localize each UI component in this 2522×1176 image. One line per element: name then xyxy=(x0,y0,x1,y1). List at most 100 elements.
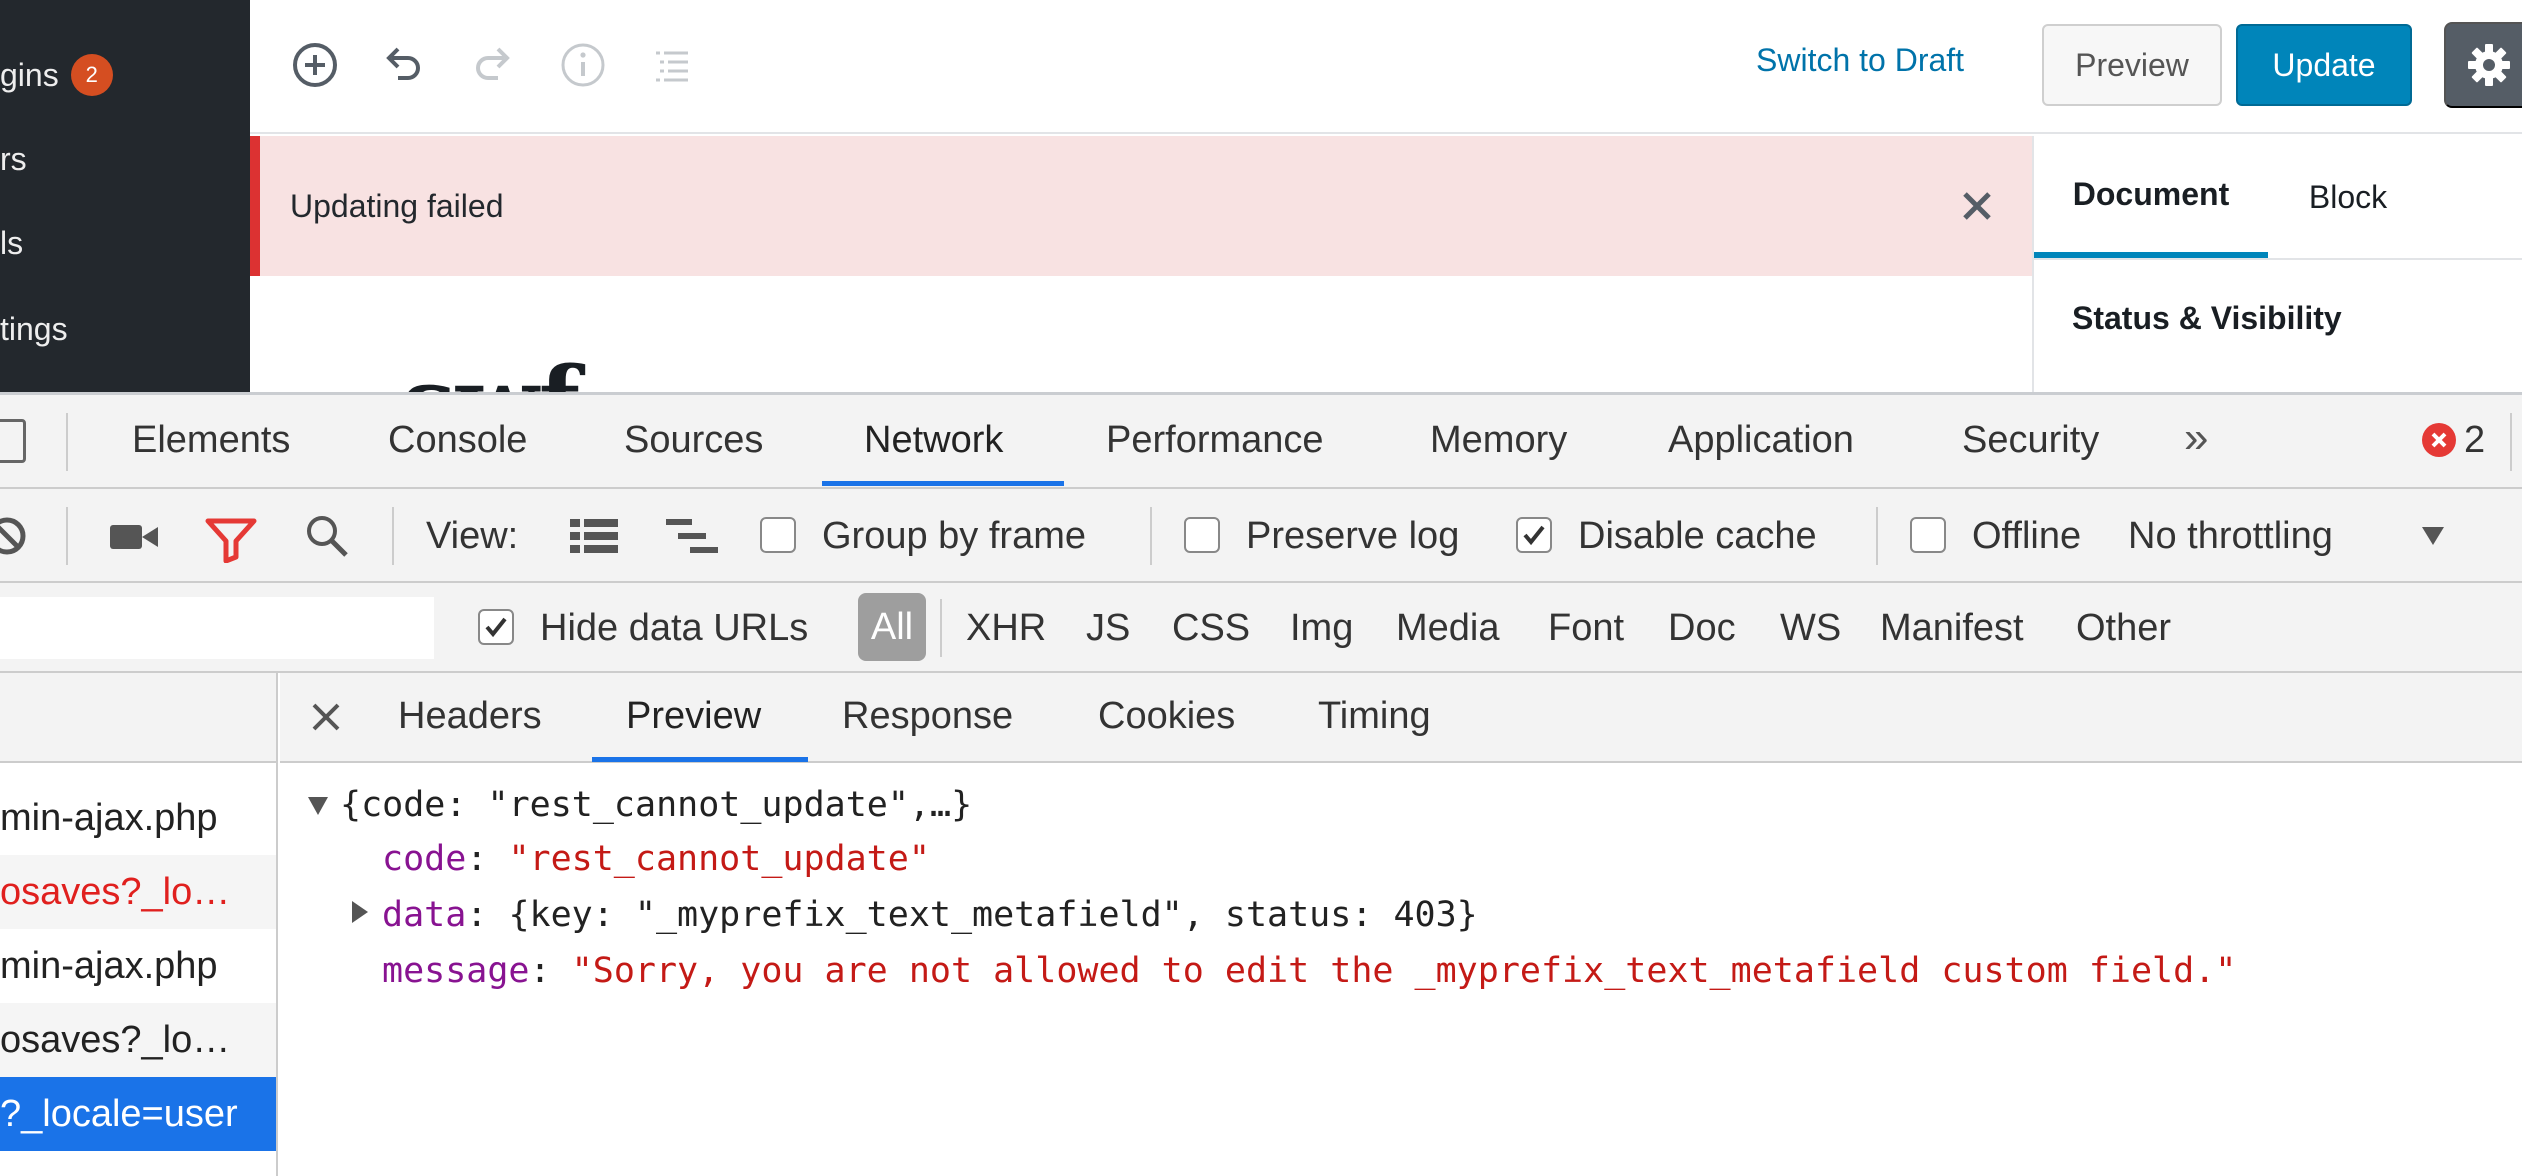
request-name: osaves?_lo… xyxy=(0,870,231,913)
devtools-tab-bar: Elements Console Sources Network Perform… xyxy=(0,395,2522,489)
redo-icon[interactable] xyxy=(468,40,518,90)
tab-network[interactable]: Network xyxy=(864,419,1004,461)
offline-checkbox[interactable] xyxy=(1910,517,1946,553)
sidebar-item-users[interactable]: rs xyxy=(0,134,27,184)
device-toolbar-icon[interactable] xyxy=(0,419,26,463)
table-row-selected[interactable]: ?_locale=user xyxy=(0,1077,276,1151)
error-notice: Updating failed xyxy=(250,136,2032,276)
group-by-frame-checkbox[interactable] xyxy=(760,517,796,553)
post-title[interactable]: swf xyxy=(402,346,580,392)
disable-cache-checkbox[interactable] xyxy=(1516,517,1552,553)
add-block-icon[interactable] xyxy=(290,40,340,90)
sidebar-item-plugins[interactable]: gins 2 xyxy=(0,50,113,100)
json-root-summary: {code: "rest_cannot_update",…} xyxy=(340,785,973,825)
table-row[interactable]: min-ajax.php xyxy=(0,781,276,855)
tab-sources[interactable]: Sources xyxy=(624,419,764,461)
type-filter-media[interactable]: Media xyxy=(1396,607,1500,649)
network-filter-bar: Hide data URLs All XHR JS CSS Img Media … xyxy=(0,583,2522,673)
waterfall-icon[interactable] xyxy=(664,515,720,557)
type-filter-xhr[interactable]: XHR xyxy=(966,607,1047,649)
json-data-row: data: {key: "_myprefix_text_metafield", … xyxy=(382,895,1478,935)
tab-preview[interactable]: Preview xyxy=(626,695,762,737)
view-label: View: xyxy=(426,515,519,557)
tab-document[interactable]: Document xyxy=(2034,136,2268,258)
search-icon[interactable] xyxy=(302,511,352,561)
tab-memory[interactable]: Memory xyxy=(1430,419,1568,461)
request-name: osaves?_lo… xyxy=(0,1018,231,1061)
tab-application[interactable]: Application xyxy=(1668,419,1854,461)
error-icon[interactable] xyxy=(2422,423,2456,457)
tab-headers[interactable]: Headers xyxy=(398,695,542,737)
active-tab-indicator xyxy=(822,481,1064,486)
throttling-select[interactable]: No throttling xyxy=(2128,515,2333,557)
request-list: min-ajax.php osaves?_lo… min-ajax.php os… xyxy=(0,673,278,1176)
sidebar-item-settings[interactable]: tings xyxy=(0,304,68,354)
sidebar-item-tools[interactable]: ls xyxy=(0,218,23,268)
json-key: code xyxy=(382,839,467,879)
clear-icon[interactable] xyxy=(0,515,28,557)
tab-cookies[interactable]: Cookies xyxy=(1098,695,1236,737)
divider xyxy=(2510,413,2512,471)
request-name: min-ajax.php xyxy=(0,944,218,987)
undo-icon[interactable] xyxy=(378,40,428,90)
info-icon[interactable] xyxy=(558,40,608,90)
hide-data-urls-label: Hide data URLs xyxy=(540,607,809,649)
table-row[interactable]: osaves?_lo… xyxy=(0,1003,276,1077)
json-object-value: {key: "_myprefix_text_metafield", status… xyxy=(508,895,1478,935)
expand-triangle-icon[interactable] xyxy=(350,899,370,925)
large-rows-icon[interactable] xyxy=(568,515,620,557)
error-count[interactable]: 2 xyxy=(2464,419,2486,461)
json-message-row: message: "Sorry, you are not allowed to … xyxy=(382,951,2237,991)
type-filter-font[interactable]: Font xyxy=(1548,607,1625,649)
request-name: ?_locale=user xyxy=(0,1092,238,1135)
tab-performance[interactable]: Performance xyxy=(1106,419,1324,461)
type-filter-ws[interactable]: WS xyxy=(1780,607,1842,649)
editor-toolbar: Switch to Draft Preview Update xyxy=(250,0,2522,134)
table-row[interactable]: min-ajax.php xyxy=(0,929,276,1003)
divider xyxy=(392,507,394,565)
type-filter-img[interactable]: Img xyxy=(1290,607,1354,649)
type-filter-js[interactable]: JS xyxy=(1086,607,1131,649)
type-filter-other[interactable]: Other xyxy=(2076,607,2172,649)
request-list-header xyxy=(0,673,276,763)
table-row-error[interactable]: osaves?_lo… xyxy=(0,855,276,929)
preserve-log-label: Preserve log xyxy=(1246,515,1460,557)
tab-elements[interactable]: Elements xyxy=(132,419,291,461)
tab-response[interactable]: Response xyxy=(842,695,1014,737)
divider xyxy=(66,507,68,565)
type-filter-all[interactable]: All xyxy=(858,593,926,661)
close-icon[interactable] xyxy=(1955,184,1999,228)
screenshot-camera-icon[interactable] xyxy=(108,515,160,557)
outline-icon[interactable] xyxy=(648,40,698,90)
checkmark-icon xyxy=(485,617,507,638)
more-tabs-icon[interactable]: » xyxy=(2184,413,2209,462)
tab-console[interactable]: Console xyxy=(388,419,528,461)
notice-message: Updating failed xyxy=(290,188,504,224)
status-visibility-panel-toggle[interactable]: Status & Visibility xyxy=(2072,300,2342,336)
tab-block[interactable]: Block xyxy=(2308,178,2388,215)
settings-sidebar: Document Block Status & Visibility xyxy=(2032,136,2522,392)
admin-sidebar: gins 2 rs ls tings xyxy=(0,0,250,392)
type-filter-doc[interactable]: Doc xyxy=(1668,607,1736,649)
filter-input[interactable] xyxy=(0,597,434,659)
offline-label: Offline xyxy=(1972,515,2082,557)
filter-icon[interactable] xyxy=(204,515,258,563)
request-name: min-ajax.php xyxy=(0,796,218,839)
type-filter-manifest[interactable]: Manifest xyxy=(1880,607,2024,649)
divider xyxy=(1150,507,1152,565)
switch-to-draft-link[interactable]: Switch to Draft xyxy=(1756,42,1965,78)
type-filter-css[interactable]: CSS xyxy=(1172,607,1251,649)
preview-button[interactable]: Preview xyxy=(2042,24,2222,106)
tab-timing[interactable]: Timing xyxy=(1318,695,1431,737)
json-string-value: "rest_cannot_update" xyxy=(508,839,930,879)
tab-security[interactable]: Security xyxy=(1962,419,2100,461)
preserve-log-checkbox[interactable] xyxy=(1184,517,1220,553)
collapse-triangle-icon[interactable] xyxy=(306,795,330,817)
hide-data-urls-checkbox[interactable] xyxy=(478,609,514,645)
dropdown-arrow-icon[interactable] xyxy=(2420,525,2446,547)
update-button[interactable]: Update xyxy=(2236,24,2412,106)
close-icon[interactable] xyxy=(308,699,344,735)
request-detail-panel: Headers Preview Response Cookies Timing … xyxy=(280,673,2522,1176)
devtools-panel: Elements Console Sources Network Perform… xyxy=(0,392,2522,1176)
settings-button[interactable] xyxy=(2444,22,2522,108)
